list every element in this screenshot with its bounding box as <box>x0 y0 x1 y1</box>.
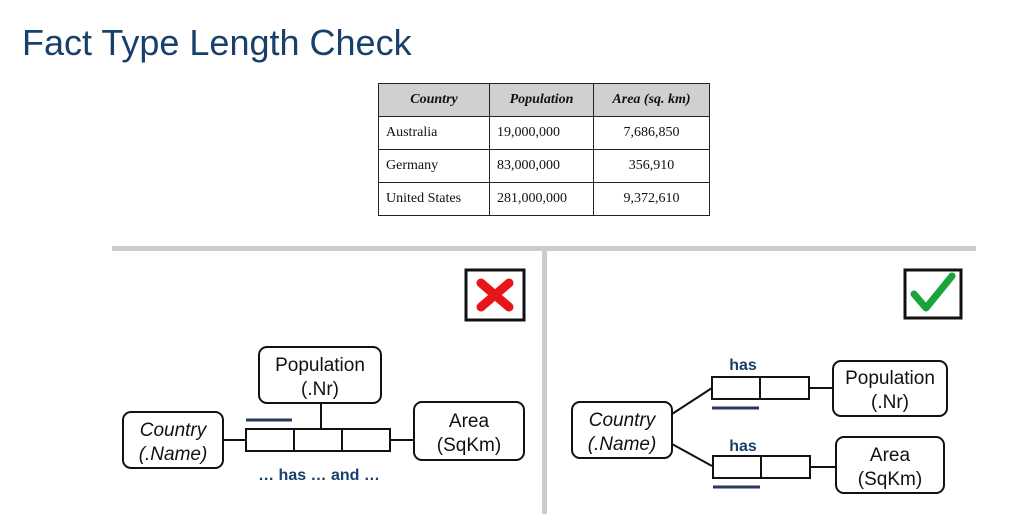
entity-name: Country <box>140 420 208 441</box>
entity-ref-mode: (SqKm) <box>858 469 922 490</box>
entity-area: Area (SqKm) <box>413 401 525 461</box>
table-header-row: Country Population Area (sq. km) <box>378 83 710 117</box>
fact-type-reading: has <box>729 438 757 455</box>
fact-type-reading: has <box>729 357 757 374</box>
entity-ref-mode: (.Name) <box>588 434 657 455</box>
fact-type-reading: … has … and … <box>258 467 380 484</box>
ternary-fact-type <box>245 428 391 452</box>
column-header-population: Population <box>489 83 594 117</box>
table-cell: 356,910 <box>593 149 710 183</box>
binary-fact-type-population <box>711 376 810 400</box>
table-cell: 7,686,850 <box>593 116 710 150</box>
entity-ref-mode: (.Nr) <box>871 392 909 413</box>
cross-icon <box>464 268 526 322</box>
entity-area: Area (SqKm) <box>835 436 945 494</box>
entity-ref-mode: (SqKm) <box>437 435 501 456</box>
entity-name: Area <box>449 411 490 432</box>
right-diagram: Country (.Name) has has Population (.Nr) <box>571 268 963 494</box>
entity-country: Country (.Name) <box>122 411 224 469</box>
vertical-divider <box>542 251 547 514</box>
entity-ref-mode: (.Name) <box>139 444 208 465</box>
connector-line <box>671 387 713 415</box>
check-icon <box>903 268 963 320</box>
connector-line <box>671 443 713 467</box>
table-row: Germany 83,000,000 356,910 <box>378 149 710 183</box>
column-header-area: Area (sq. km) <box>593 83 710 117</box>
table-row: United States 281,000,000 9,372,610 <box>378 182 710 216</box>
table-row: Australia 19,000,000 7,686,850 <box>378 116 710 150</box>
left-diagram: Country (.Name) Population (.Nr) Area (S… <box>122 268 526 484</box>
entity-population: Population (.Nr) <box>832 360 948 417</box>
table-cell: Germany <box>378 149 490 183</box>
table-cell: 9,372,610 <box>593 182 710 216</box>
binary-fact-type-area <box>712 455 811 479</box>
horizontal-divider <box>112 246 976 251</box>
page-title: Fact Type Length Check <box>22 22 412 63</box>
entity-name: Country <box>589 410 657 431</box>
entity-name: Area <box>870 445 911 466</box>
entity-ref-mode: (.Nr) <box>301 379 339 400</box>
entity-population: Population (.Nr) <box>258 346 382 404</box>
column-header-country: Country <box>378 83 490 117</box>
entity-name: Population <box>845 368 935 389</box>
entity-name: Population <box>275 355 365 376</box>
table-cell: 83,000,000 <box>489 149 594 183</box>
table-cell: United States <box>378 182 490 216</box>
table-cell: 19,000,000 <box>489 116 594 150</box>
entity-country: Country (.Name) <box>571 401 673 459</box>
table-cell: 281,000,000 <box>489 182 594 216</box>
data-table: Country Population Area (sq. km) Austral… <box>378 83 710 216</box>
